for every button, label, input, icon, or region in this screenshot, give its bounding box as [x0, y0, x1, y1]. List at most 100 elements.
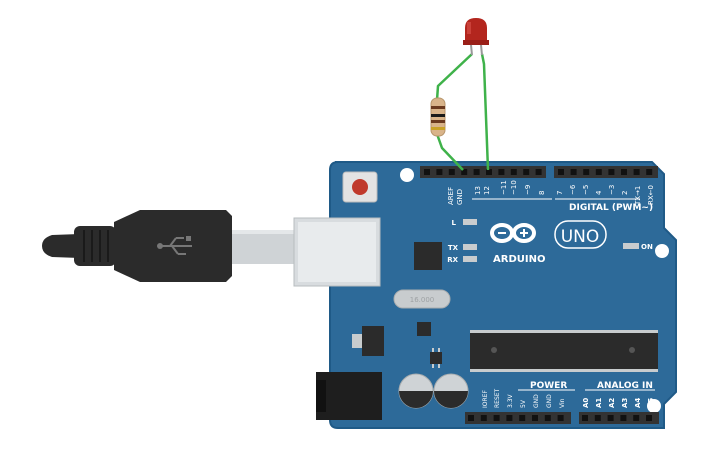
- pin-label: A3: [621, 398, 629, 408]
- logo-symbols: [498, 229, 528, 237]
- mounting-hole: [400, 168, 414, 182]
- header-pin-hole: [608, 169, 615, 175]
- red-led[interactable]: [463, 18, 489, 56]
- usb-plug-metal: [232, 230, 294, 264]
- pin-label: 13: [474, 186, 482, 195]
- wire-pin-12[interactable]: [480, 53, 490, 171]
- pin-label: A4: [634, 398, 642, 408]
- pin-label: 4: [595, 190, 603, 195]
- digital-pin-labels: AREF GND 13 12 ~11 ~10 ~9 8 7 ~6 ~5 4 ~3…: [447, 180, 655, 206]
- resistor-band: [431, 127, 445, 130]
- mounting-hole: [647, 399, 661, 413]
- transistor-legs: [432, 348, 440, 368]
- wire-gnd[interactable]: [435, 53, 473, 171]
- usb-symbol-dot: [157, 243, 163, 249]
- usb-grip-ridges: [83, 230, 109, 262]
- power-section-label: POWER: [530, 381, 567, 391]
- usb-interface-chip: [414, 242, 442, 270]
- header-pin-hole: [621, 169, 627, 175]
- resistor-band: [431, 106, 445, 109]
- dc-jack-opening: [316, 380, 326, 412]
- power-pin-labels: IOREF RESET 3.3V 5V GND GND Vin: [482, 388, 566, 408]
- header-pin-hole: [424, 169, 430, 175]
- crystal-oscillator: [393, 289, 451, 309]
- usb-b-port-face: [298, 222, 376, 282]
- pin-label: ~11: [500, 180, 508, 195]
- atmega-chip: [470, 333, 658, 369]
- header-pin-hole: [532, 415, 538, 421]
- chip-dot: [629, 347, 635, 353]
- header-pin-hole: [620, 415, 627, 421]
- pin-label: 2: [621, 191, 629, 195]
- header-pin-hole: [461, 169, 468, 175]
- header-pin-hole: [473, 169, 480, 175]
- arduino-uno-board[interactable]: AREF GND 13 12 ~11 ~10 ~9 8 7 ~6 ~5 4 ~3…: [293, 161, 677, 429]
- analog-section-label: ANALOG IN: [597, 381, 653, 391]
- header-pin-hole: [570, 169, 577, 175]
- digital-pwm-label: DIGITAL (PWM~): [569, 203, 653, 213]
- usb-symbol-icon: [162, 237, 192, 255]
- digital-header-right[interactable]: [554, 166, 658, 178]
- led-anode-leg: [480, 44, 483, 56]
- header-pin-hole: [506, 415, 513, 421]
- header-pin-hole: [523, 169, 530, 175]
- header-pin-hole: [633, 415, 640, 421]
- header-pin-hole: [594, 415, 601, 421]
- header-pin-hole: [583, 169, 590, 175]
- pin-label: A0: [582, 398, 590, 408]
- usb-cable-end: [42, 234, 80, 258]
- header-pin-hole: [519, 415, 526, 421]
- led-on: [623, 243, 639, 249]
- usb-metal-highlight: [232, 230, 294, 234]
- header-pin-hole: [646, 415, 652, 421]
- pin-label: GND: [546, 394, 553, 408]
- led-tx: [463, 244, 477, 250]
- header-pin-hole: [607, 415, 614, 421]
- bottom-pin-holes: [468, 415, 652, 421]
- pin-label: RX←0: [647, 185, 655, 205]
- header-pin-hole: [436, 169, 443, 175]
- header-pin-hole: [646, 169, 653, 175]
- voltage-regulator: [362, 326, 384, 356]
- pin-label: GND: [456, 189, 464, 205]
- pin-label: 3.3V: [507, 393, 514, 408]
- pin-label: TX→1: [634, 186, 642, 206]
- led-rx-label: RX: [447, 256, 458, 264]
- pin-label: 8: [538, 191, 546, 195]
- regulator-tab: [352, 334, 364, 348]
- pin-label: 5V: [520, 399, 527, 408]
- led-on-label: ON: [641, 243, 653, 251]
- header-pin-hole: [557, 415, 564, 421]
- pin-label: A5: [647, 398, 655, 408]
- chip-dot: [491, 347, 497, 353]
- pin-label: GND: [533, 394, 540, 408]
- resistor-band: [431, 114, 445, 117]
- resistor[interactable]: [430, 97, 446, 137]
- header-pin-hole: [448, 169, 455, 175]
- power-header[interactable]: [465, 412, 571, 424]
- pin-label: ~10: [510, 180, 518, 195]
- pin-label: ~3: [608, 185, 616, 195]
- pin-label: A2: [608, 398, 616, 408]
- small-chip: [417, 322, 431, 336]
- chip-pins-top: [470, 330, 658, 334]
- usb-cable[interactable]: [42, 210, 294, 282]
- uno-badge: [554, 220, 607, 249]
- model-label: UNO: [561, 227, 600, 247]
- led-l-label: L: [452, 219, 457, 227]
- header-pin-hole: [493, 415, 500, 421]
- resistor-band: [431, 120, 445, 123]
- pin-label: AREF: [447, 187, 455, 205]
- led-tx-label: TX: [448, 244, 459, 252]
- pin-label: ~6: [569, 184, 577, 195]
- capacitor: [433, 373, 469, 409]
- pin-label: ~5: [582, 185, 590, 195]
- led-l: [463, 219, 477, 225]
- pin-label: 7: [556, 191, 564, 195]
- reset-button[interactable]: [342, 171, 378, 203]
- pin-label: ~9: [524, 185, 532, 195]
- header-pin-hole: [468, 415, 474, 421]
- arduino-logo-icon: [490, 223, 536, 243]
- pin-label: A1: [595, 398, 603, 408]
